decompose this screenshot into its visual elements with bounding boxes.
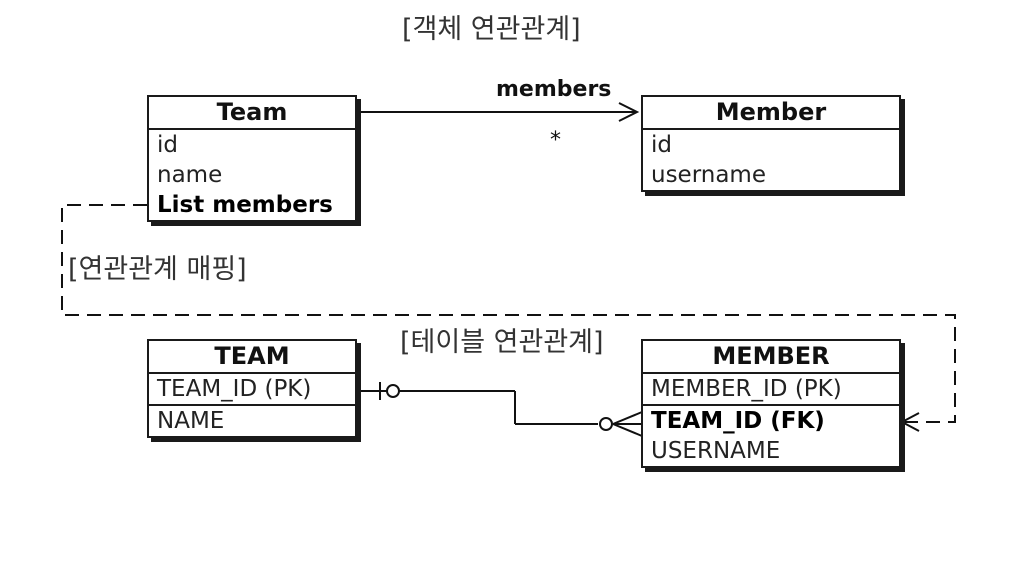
team-class-name: Team <box>149 97 355 130</box>
association-label: members <box>496 77 612 102</box>
team-field-members: List members <box>157 192 333 218</box>
member-table-pk: MEMBER_ID (PK) <box>651 376 842 402</box>
team-table-name: TEAM <box>149 341 355 374</box>
member-field-username: username <box>651 162 766 188</box>
association-multiplicity: * <box>550 128 561 153</box>
team-field-id: id <box>157 132 178 158</box>
member-table-fk: TEAM_ID (FK) <box>651 408 825 434</box>
team-field-name: name <box>157 162 223 188</box>
association-arrowhead <box>618 102 640 122</box>
er-crowfoot-bottom <box>612 423 643 437</box>
er-zero-circle-member <box>599 417 613 431</box>
team-class-box: Team id name List members <box>147 95 357 222</box>
team-table-column-name: NAME <box>157 408 225 434</box>
mapping-caption: [연관관계 매핑] <box>68 254 247 285</box>
member-table-name: MEMBER <box>643 341 899 374</box>
member-class-name: Member <box>643 97 899 130</box>
member-field-id: id <box>651 132 672 158</box>
object-model-caption: [객체 연관관계] <box>402 14 581 45</box>
member-class-box: Member id username <box>641 95 901 192</box>
er-crowfoot-top <box>612 411 643 425</box>
table-model-caption: [테이블 연관관계] <box>400 327 604 358</box>
er-zero-circle-team <box>386 384 400 398</box>
team-table-box: TEAM TEAM_ID (PK) NAME <box>147 339 357 438</box>
member-table-column-username: USERNAME <box>651 438 781 464</box>
team-table-pk: TEAM_ID (PK) <box>157 376 312 402</box>
mapping-arrowhead <box>899 412 920 432</box>
member-table-box: MEMBER MEMBER_ID (PK) TEAM_ID (FK) USERN… <box>641 339 901 468</box>
mapping-dashed-line <box>61 204 956 423</box>
